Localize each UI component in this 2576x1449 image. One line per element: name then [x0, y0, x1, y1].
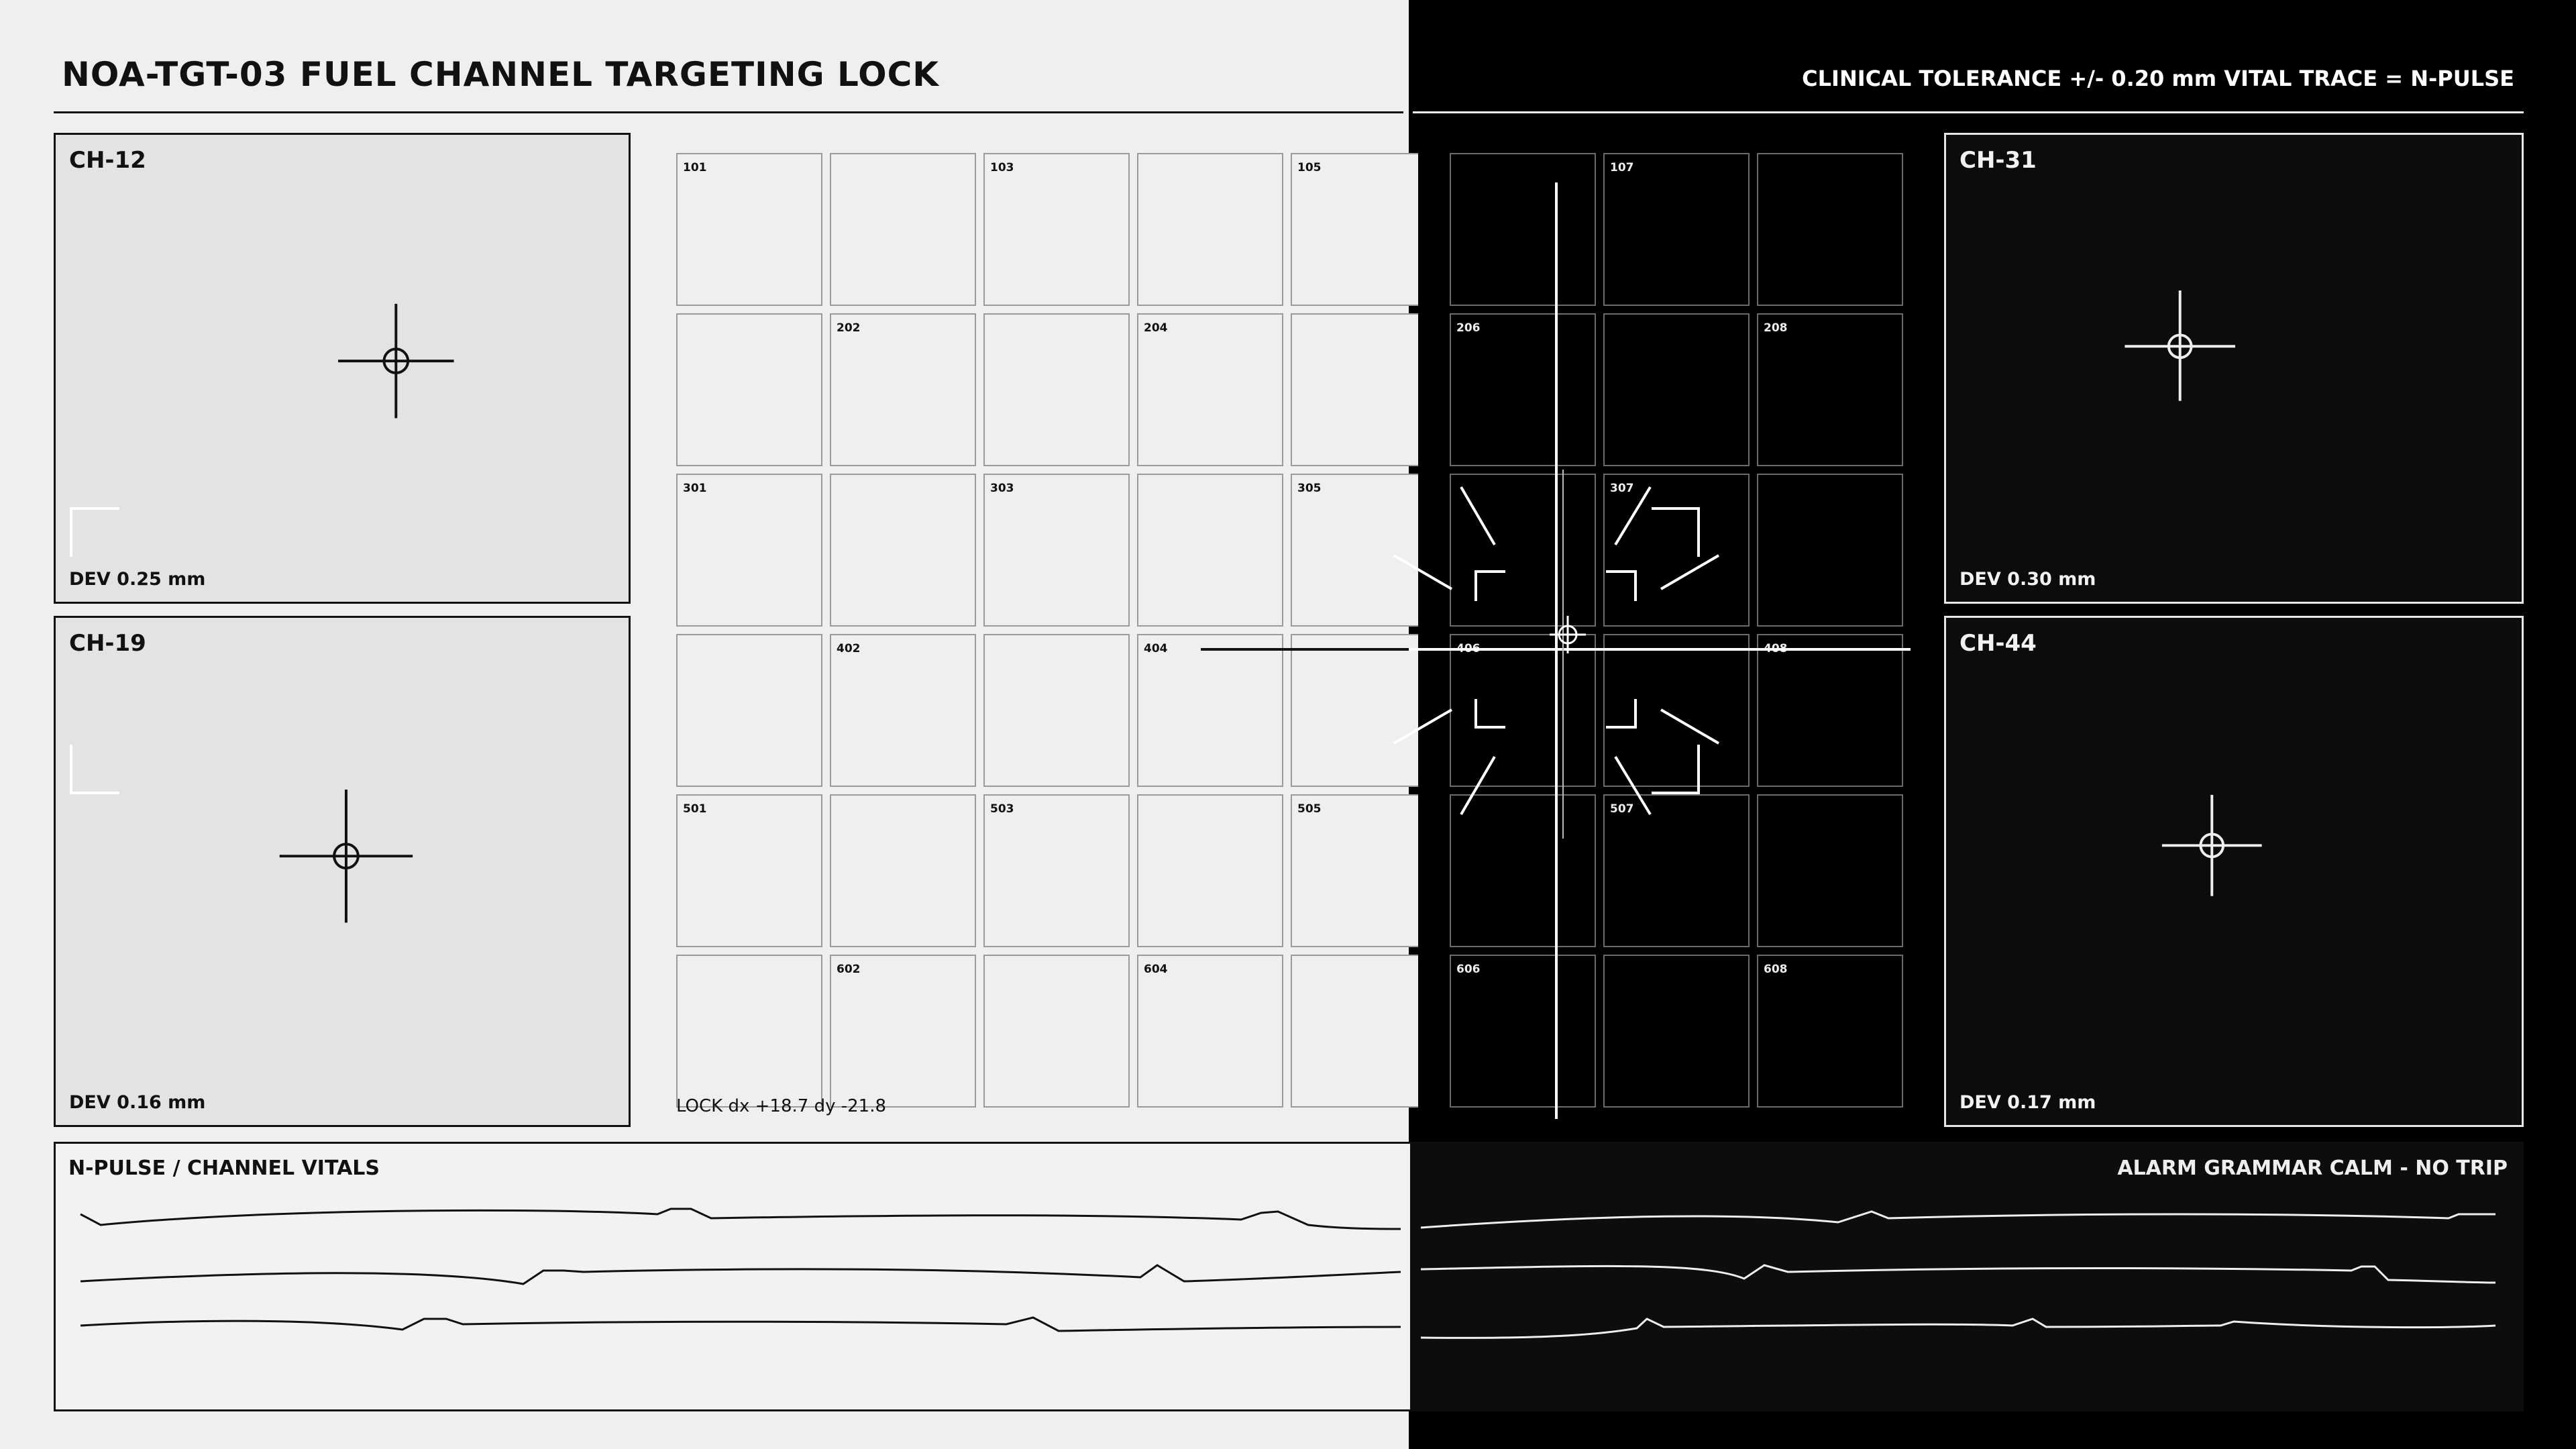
channel-deviation: DEV 0.17 mm: [1960, 1092, 2096, 1113]
grid-cell[interactable]: [1603, 955, 1750, 1108]
grid-cell[interactable]: 301: [676, 474, 822, 627]
grid-cell[interactable]: 206: [1450, 313, 1596, 466]
grid-cell-number: 103: [990, 161, 1014, 174]
alarm-status: ALARM GRAMMAR CALM - NO TRIP: [2117, 1157, 2508, 1180]
grid-cell-number: 408: [1764, 642, 1788, 655]
fuel-channel-grid: 101 103 105 107 202 204 206 208 301 303 305 307 402 4…: [676, 153, 1903, 1108]
crosshair-icon: [2161, 794, 2262, 896]
grid-cell[interactable]: 101: [676, 153, 822, 306]
grid-cell[interactable]: [830, 474, 976, 627]
grid-cell[interactable]: 606: [1450, 955, 1596, 1108]
grid-cell[interactable]: [676, 313, 822, 466]
channel-panel-ch19[interactable]: CH-19 DEV 0.16 mm: [54, 616, 631, 1127]
grid-cell-number: 208: [1764, 321, 1788, 335]
grid-cell-number: 507: [1610, 802, 1634, 816]
grid-cell[interactable]: [1137, 794, 1283, 947]
grid-cell[interactable]: 303: [983, 474, 1130, 627]
grid-cell[interactable]: 604: [1137, 955, 1283, 1108]
grid-cell-number: 101: [683, 161, 707, 174]
grid-cell[interactable]: [1291, 955, 1418, 1108]
grid-cell-number: 206: [1456, 321, 1481, 335]
grid-cell[interactable]: [1450, 153, 1596, 306]
grid-cell-number: 602: [837, 963, 861, 976]
crosshair-icon: [338, 303, 454, 419]
vitals-title: N-PULSE / CHANNEL VITALS: [68, 1157, 380, 1180]
grid-cell[interactable]: [830, 794, 976, 947]
grid-cell[interactable]: [1291, 634, 1418, 787]
header-divider-right: [1413, 111, 2524, 113]
grid-cell[interactable]: [983, 634, 1130, 787]
grid-cell[interactable]: 202: [830, 313, 976, 466]
grid-cell[interactable]: 602: [830, 955, 976, 1108]
grid-cell[interactable]: 402: [830, 634, 976, 787]
page-title: NOA-TGT-03 FUEL CHANNEL TARGETING LOCK: [62, 55, 940, 94]
grid-cell[interactable]: 305: [1291, 474, 1418, 627]
grid-cell[interactable]: 507: [1603, 794, 1750, 947]
grid-cell-number: 305: [1297, 482, 1322, 495]
grid-cell[interactable]: 505: [1291, 794, 1418, 947]
grid-cell[interactable]: 208: [1757, 313, 1903, 466]
grid-cell[interactable]: 608: [1757, 955, 1903, 1108]
tolerance-meta: CLINICAL TOLERANCE +/- 0.20 mm VITAL TRA…: [1802, 66, 2514, 91]
grid-cell[interactable]: 307: [1603, 474, 1750, 627]
grid-cell[interactable]: [676, 634, 822, 787]
grid-cell[interactable]: [1757, 153, 1903, 306]
channel-deviation: DEV 0.16 mm: [69, 1092, 206, 1113]
grid-cell-number: 204: [1144, 321, 1168, 335]
channel-deviation: DEV 0.25 mm: [69, 569, 206, 590]
channel-label: CH-19: [69, 630, 146, 657]
vitals-panel-dark: [1410, 1142, 2524, 1411]
grid-cell-number: 606: [1456, 963, 1481, 976]
grid-cell[interactable]: 103: [983, 153, 1130, 306]
channel-deviation: DEV 0.30 mm: [1960, 569, 2096, 590]
crosshair-icon: [279, 789, 413, 923]
grid-cell[interactable]: [830, 153, 976, 306]
channel-panel-ch31[interactable]: CH-31 DEV 0.30 mm: [1944, 133, 2524, 604]
crosshair-icon: [2125, 290, 2235, 401]
grid-cell-number: 303: [990, 482, 1014, 495]
grid-cell-number: 402: [837, 642, 861, 655]
channel-label: CH-31: [1960, 147, 2037, 174]
header-divider-left: [54, 111, 1403, 113]
grid-cell[interactable]: 204: [1137, 313, 1283, 466]
grid-cell[interactable]: 107: [1603, 153, 1750, 306]
grid-cell-number: 301: [683, 482, 707, 495]
grid-cell[interactable]: [676, 955, 822, 1108]
lock-readout: LOCK dx +18.7 dy -21.8: [676, 1096, 887, 1116]
grid-cell-number: 608: [1764, 963, 1788, 976]
grid-cell-number: 202: [837, 321, 861, 335]
grid-cell[interactable]: [983, 313, 1130, 466]
grid-cell[interactable]: 404: [1137, 634, 1283, 787]
grid-cell-number: 406: [1456, 642, 1481, 655]
grid-cell-number: 404: [1144, 642, 1168, 655]
grid-cell[interactable]: [1137, 153, 1283, 306]
grid-cell-number: 307: [1610, 482, 1634, 495]
grid-cell-number: 604: [1144, 963, 1168, 976]
grid-cell[interactable]: [1450, 794, 1596, 947]
grid-cell-number: 503: [990, 802, 1014, 816]
grid-cell[interactable]: [1603, 313, 1750, 466]
grid-cell[interactable]: [1757, 474, 1903, 627]
grid-cell[interactable]: [1137, 474, 1283, 627]
vitals-panel: [54, 1142, 1410, 1411]
grid-cell[interactable]: [1450, 474, 1596, 627]
grid-cell-number: 501: [683, 802, 707, 816]
grid-cell[interactable]: [1603, 634, 1750, 787]
grid-cell[interactable]: 501: [676, 794, 822, 947]
channel-label: CH-12: [69, 147, 146, 174]
grid-cell[interactable]: 503: [983, 794, 1130, 947]
grid-cell[interactable]: [1291, 313, 1418, 466]
grid-cell[interactable]: 408: [1757, 634, 1903, 787]
grid-cell-number: 107: [1610, 161, 1634, 174]
channel-label: CH-44: [1960, 630, 2037, 657]
grid-cell-number: 505: [1297, 802, 1322, 816]
grid-cell-number: 105: [1297, 161, 1322, 174]
grid-cell[interactable]: [983, 955, 1130, 1108]
grid-cell[interactable]: [1757, 794, 1903, 947]
channel-panel-ch44[interactable]: CH-44 DEV 0.17 mm: [1944, 616, 2524, 1127]
grid-cell[interactable]: 105: [1291, 153, 1418, 306]
channel-panel-ch12[interactable]: CH-12 DEV 0.25 mm: [54, 133, 631, 604]
grid-cell[interactable]: 406: [1450, 634, 1596, 787]
